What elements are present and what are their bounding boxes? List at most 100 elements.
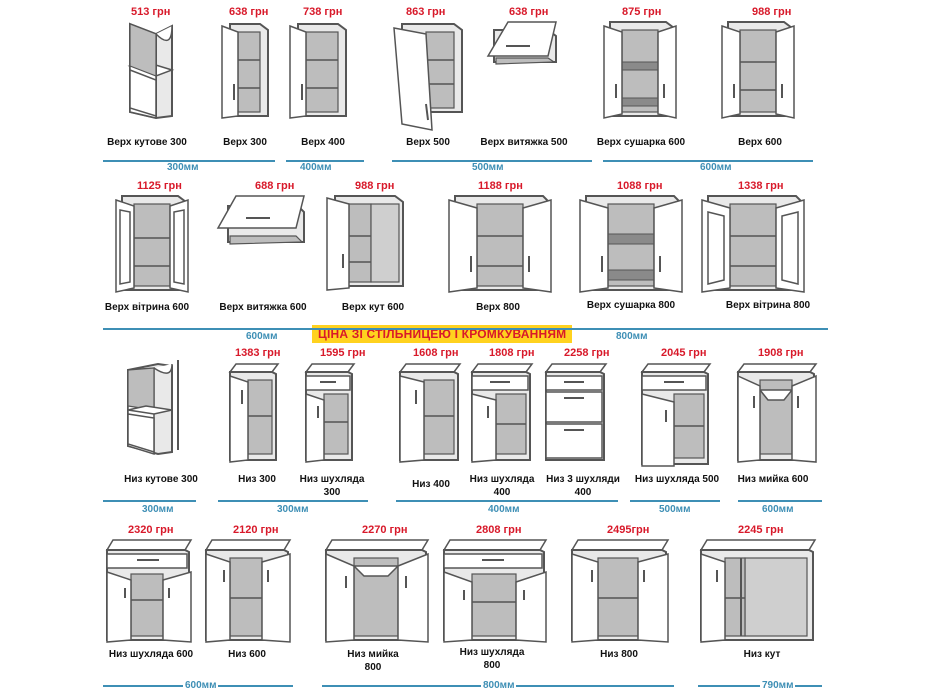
cabinet-drawing [216,195,305,245]
label: Низ 600 [228,649,266,660]
label: Верх 600 [738,137,782,148]
dimension-line [103,500,196,502]
price: 1595 грн [320,347,366,359]
label: Низ шухляда 500 [634,474,720,485]
cabinet-drawing [570,539,670,643]
dimension-label: 790мм [760,680,796,691]
cabinet-drawing [115,195,189,293]
price: 1908 грн [758,347,804,359]
cabinet-drawing [393,23,463,131]
dimension-line [396,500,618,502]
label: Низ шухляда 600 [108,649,194,660]
dimension-label: 500мм [657,504,693,515]
cabinet-drawing [324,539,430,643]
label: Низ шухляда 400 [469,474,535,498]
dimension-line [630,500,720,502]
label: Низ шухляда 300 [299,474,365,498]
cabinet-drawing [289,23,347,119]
price: 2320 грн [128,524,174,536]
label: Низ шухляда 800 [459,647,525,671]
cabinet-drawing [579,195,683,293]
label: Низ кутове 300 [124,474,198,485]
label: Верх вітрина 800 [725,300,811,311]
cabinet-drawing [448,195,552,293]
price: 638 грн [229,6,269,18]
dimension-line [103,160,275,162]
cabinet-drawing [603,21,677,119]
price: 2245 грн [738,524,784,536]
price: 1383 грн [235,347,281,359]
price: 638 грн [509,6,549,18]
price: 1125 грн [137,180,182,192]
cabinet-drawing [105,539,193,643]
price: 1188 грн [478,180,523,192]
price: 988 грн [355,180,395,192]
cabinet-drawing [204,539,292,643]
price: 875 грн [622,6,662,18]
label: Низ мийка 600 [737,474,809,485]
price: 738 грн [303,6,343,18]
dimension-line [738,500,822,502]
dimension-label: 300мм [140,504,176,515]
cabinet-drawing [486,21,557,65]
label: Низ 800 [600,649,638,660]
dimension-line [286,160,364,162]
dimension-label: 800мм [481,680,517,691]
label: Верх 800 [476,302,520,313]
cabinet-drawing [721,21,795,119]
cabinet-drawing [127,360,179,456]
label: Низ кут [743,649,781,660]
label: Низ мийка 800 [347,649,399,673]
price: 2495грн [607,524,650,536]
price: 2808 грн [476,524,522,536]
dimension-label: 300мм [275,504,311,515]
dimension-label: 300мм [165,162,201,173]
price: 688 грн [255,180,295,192]
price: 513 грн [131,6,171,18]
cabinet-drawing [127,22,175,120]
dimension-label: 800мм [614,331,650,342]
label: Верх 400 [301,137,345,148]
dimension-line [603,160,813,162]
label: Верх вітрина 600 [104,302,190,313]
dimension-label: 600мм [244,331,280,342]
cabinet-drawing [736,363,818,463]
cabinet-drawing [326,195,404,291]
price: 2045 грн [661,347,707,359]
dimension-label: 600мм [183,680,219,691]
price: 2270 грн [362,524,408,536]
label: Верх сушарка 600 [596,137,686,148]
price: 1608 грн [413,347,459,359]
cabinet-drawing [701,195,805,293]
label: Верх сушарка 800 [586,300,676,311]
cabinet-drawing [544,363,608,461]
dimension-line [392,160,592,162]
price: 1338 грн [738,180,784,192]
label: Верх кут 600 [341,302,405,313]
price: 1808 грн [489,347,535,359]
dimension-label: 500мм [470,162,506,173]
dimension-label: 600мм [698,162,734,173]
label: Верх кутове 300 [107,137,187,148]
label: Верх 500 [406,137,450,148]
label: Верх витяжка 500 [480,137,568,148]
price: 1088 грн [617,180,663,192]
dimension-label: 400мм [486,504,522,515]
label: Низ 3 шухляди 400 [546,474,620,498]
label: Низ 400 [412,479,450,490]
cabinet-drawing [228,363,280,463]
cabinet-drawing [470,363,534,463]
dimension-line [218,500,368,502]
cabinet-drawing [398,363,462,463]
cabinet-drawing [304,363,356,463]
dimension-line [103,328,828,330]
price: 2258 грн [564,347,610,359]
label: Низ 300 [238,474,276,485]
cabinet-drawing [640,363,712,467]
dimension-label: 400мм [298,162,334,173]
cabinet-drawing [699,539,817,643]
cabinet-drawing [221,23,269,119]
dimension-label: 600мм [760,504,796,515]
price: 988 грн [752,6,792,18]
label: Верх витяжка 600 [219,302,307,313]
